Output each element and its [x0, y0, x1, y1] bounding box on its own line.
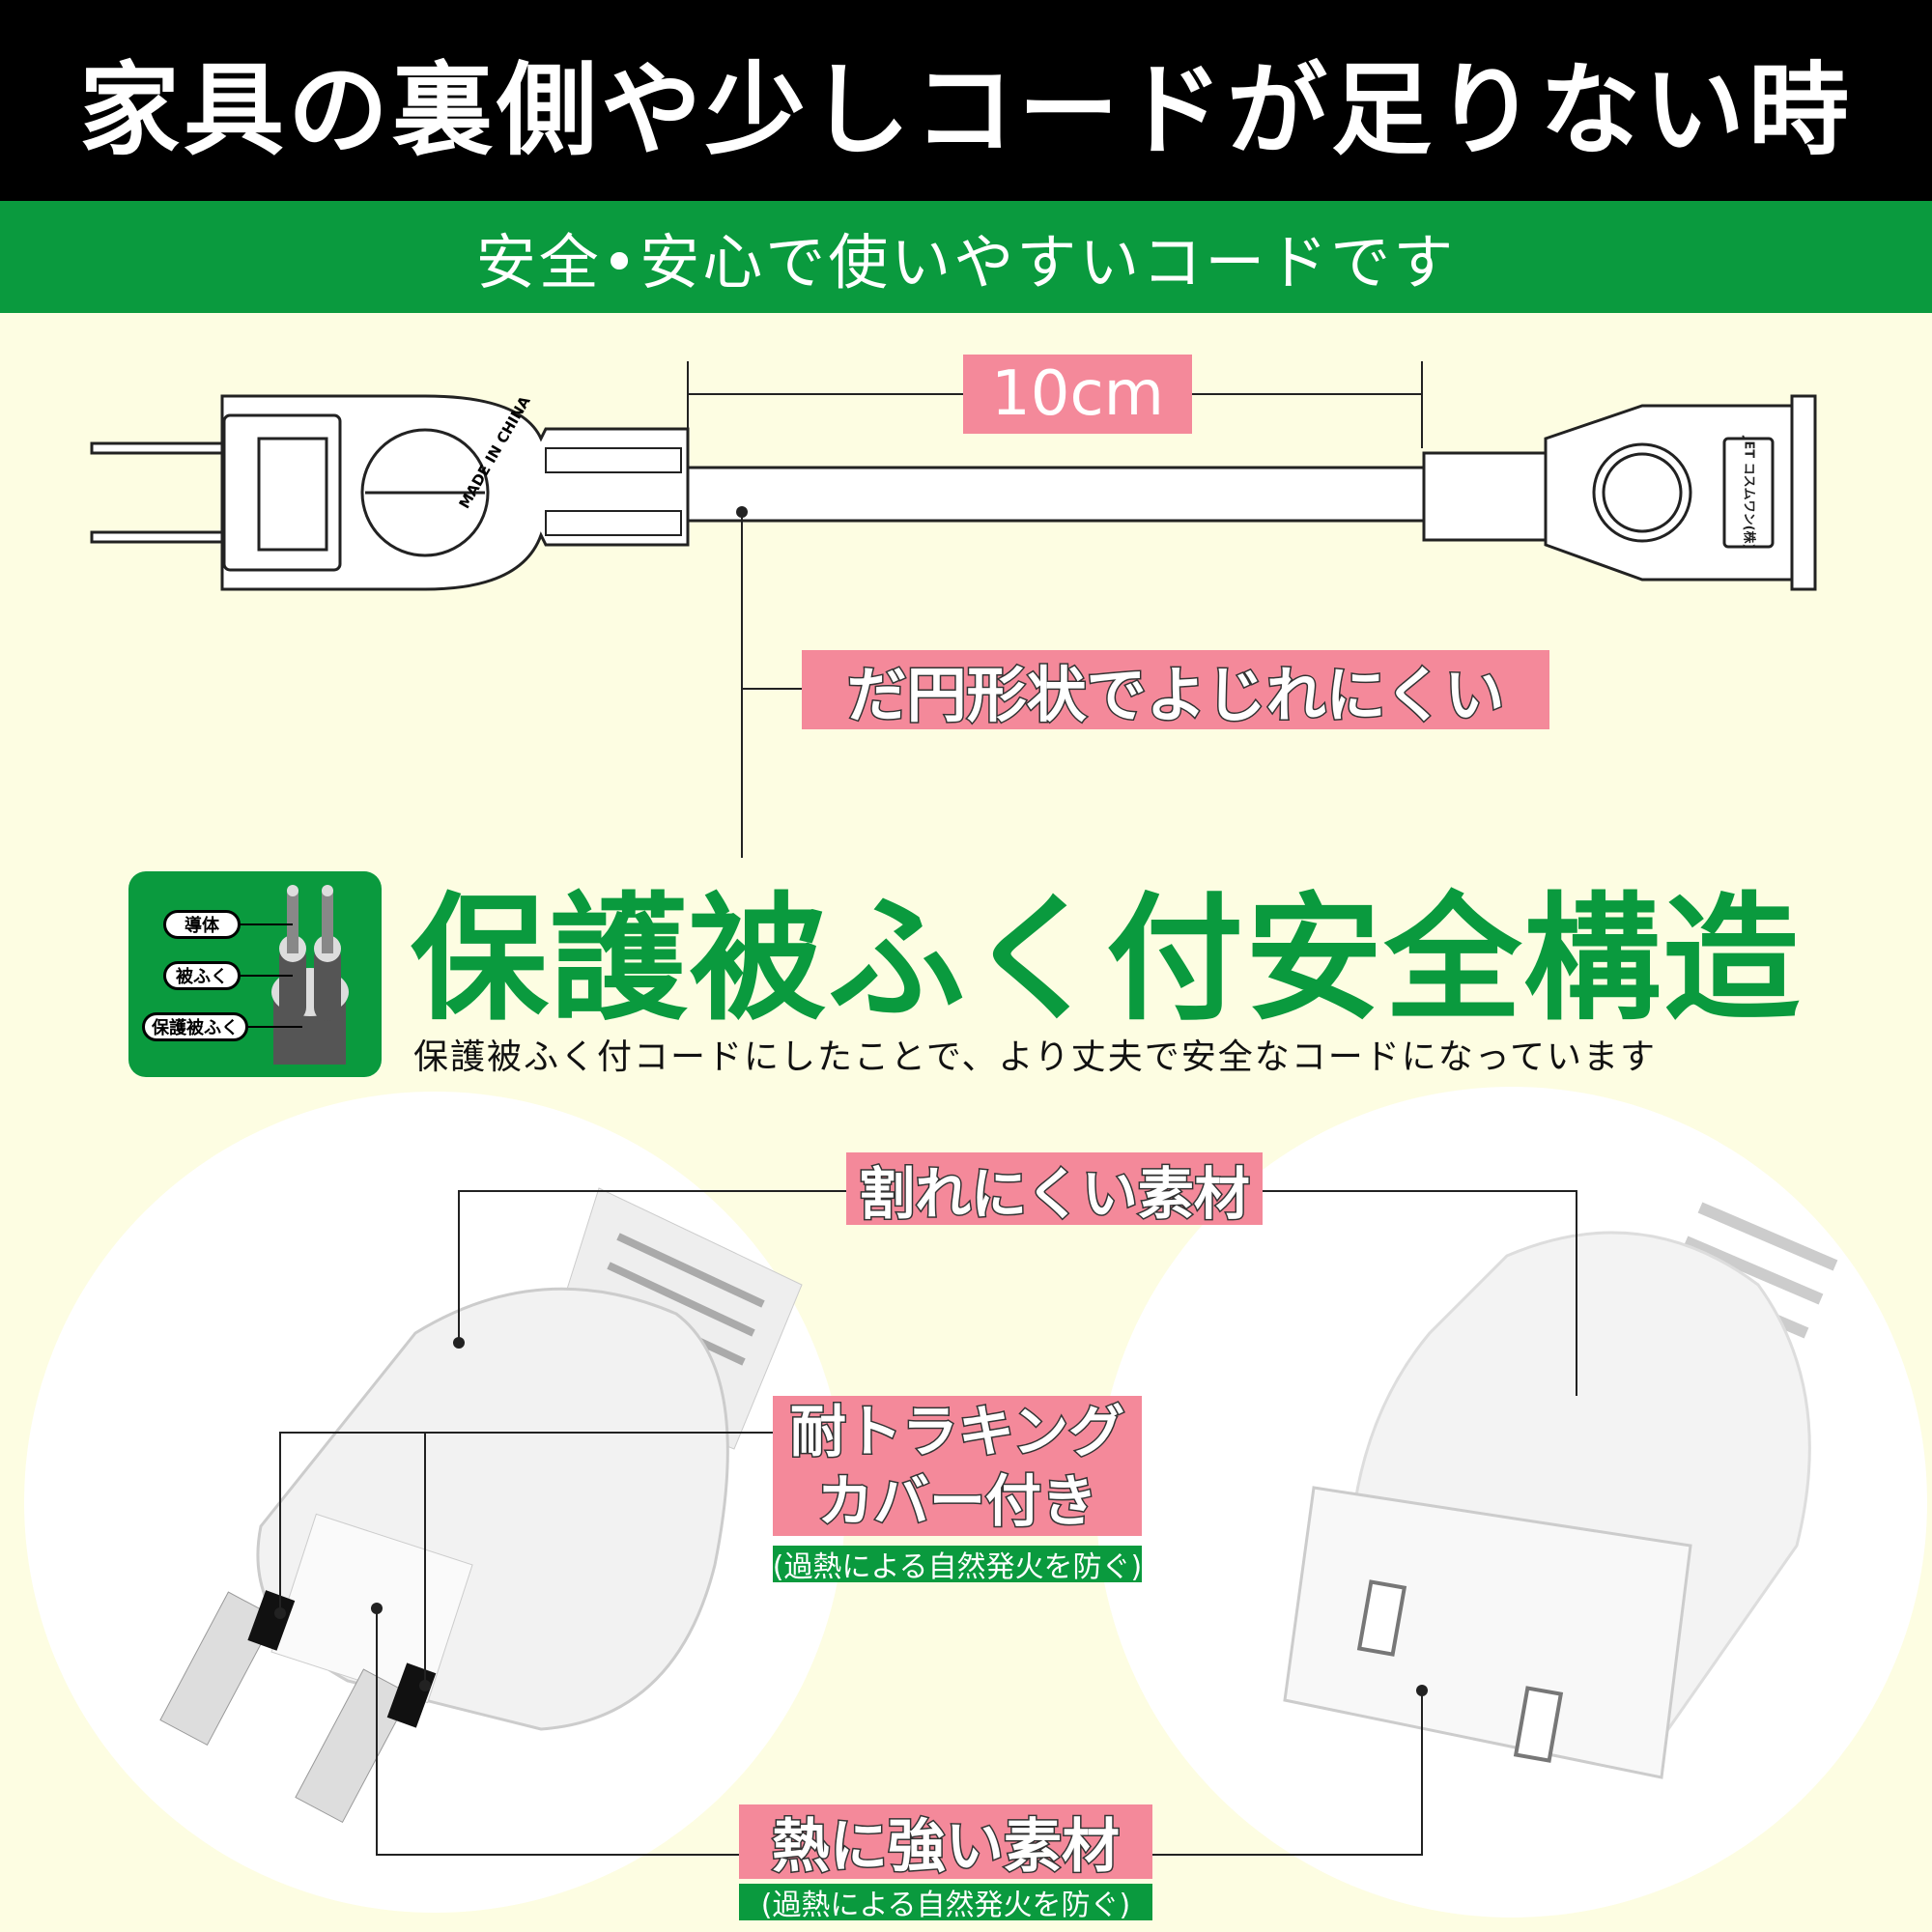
feature-anti-tracking-line1: 耐トラキング [788, 1397, 1125, 1465]
feature-crack-resistant: 割れにくい素材 [846, 1152, 1263, 1228]
shape-label: だ円形状でよじれにくい [802, 650, 1549, 732]
label-sheath: 保護被ふく [142, 1012, 248, 1041]
socket-marking: JET コスムワン(株) [1742, 436, 1757, 550]
cable-structure-icon: 導体 被ふく 保護被ふく [128, 871, 382, 1077]
length-label: 10cm [963, 355, 1192, 434]
subheader: 安全•安心で使いやすいコードです [0, 201, 1932, 313]
header-title: 家具の裏側や少しコードが足りない時 [0, 0, 1932, 201]
feature-heat-resistant-note: (過熱による自然発火を防ぐ) [739, 1884, 1152, 1922]
structure-title: 保護被ふく付安全構造 [411, 880, 1802, 1039]
structure-description: 保護被ふく付コードにしたことで、より丈夫で安全なコードになっています [413, 1037, 1657, 1077]
feature-anti-tracking-note: (過熱による自然発火を防ぐ) [773, 1546, 1142, 1584]
feature-anti-tracking: 耐トラキング カバー付き [773, 1396, 1142, 1536]
plug-photo [159, 1187, 803, 1824]
label-conductor: 導体 [163, 910, 241, 939]
feature-heat-resistant: 熱に強い素材 [739, 1804, 1152, 1883]
feature-anti-tracking-line2: カバー付き [815, 1466, 1098, 1535]
cord [686, 466, 1426, 523]
socket-photo [1283, 1202, 1838, 1779]
label-insulation: 被ふく [163, 961, 241, 990]
cord-diagram: MADE IN CHINA JET コスムワン(株) [90, 361, 1817, 858]
